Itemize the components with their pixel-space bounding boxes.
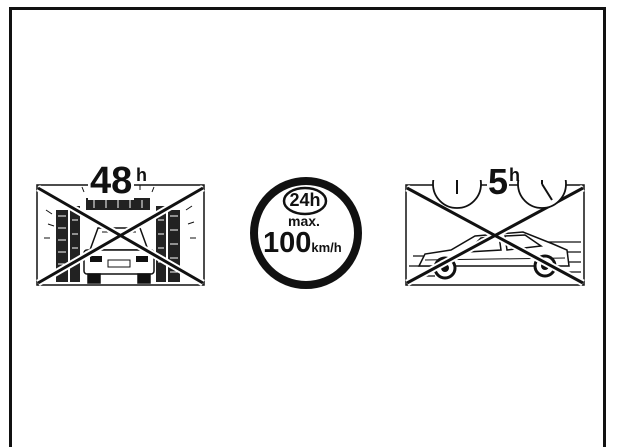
car-wash-panel: 48 h (36, 162, 206, 286)
speed-limit-unit: km/h (311, 240, 342, 255)
car-wash-prohibited-icon (36, 184, 205, 286)
speed-limit-period: 24h (289, 190, 321, 210)
car-wash-hours-unit: h (136, 165, 147, 185)
car-driving-prohibited-icon (405, 180, 585, 286)
car-wash-hours: 48 (88, 160, 135, 202)
speed-limit-sign: 24h max. 100km/h (247, 174, 365, 292)
speed-limit-max-label: max. (288, 213, 320, 229)
speed-limit-sign-icon (250, 177, 362, 289)
fast-driving-panel: 5 h (405, 164, 587, 286)
fast-driving-hours-unit: h (509, 165, 520, 185)
speed-limit-value: 100 (263, 227, 312, 259)
fast-driving-hours: 5 (487, 161, 510, 202)
page-frame (9, 7, 606, 447)
